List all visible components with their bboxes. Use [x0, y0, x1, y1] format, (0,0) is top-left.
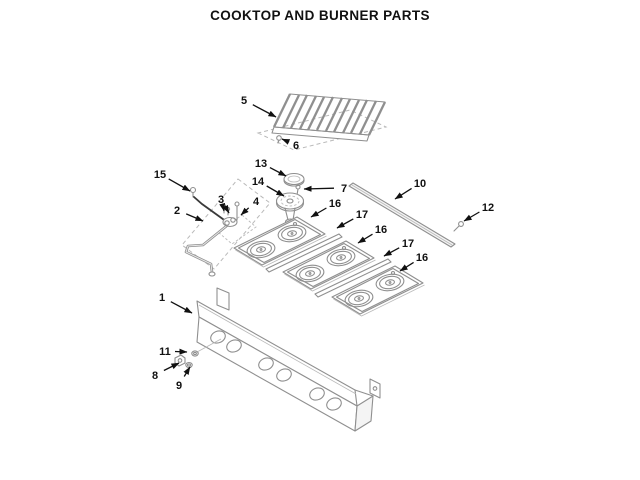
- callout-leader-line: [183, 366, 191, 377]
- manifold-panel: [196, 287, 381, 432]
- callout-leader-line: [185, 213, 204, 222]
- burner-cap: [283, 172, 305, 187]
- callout-leader-line: [303, 185, 335, 192]
- page-title: COOKTOP AND BURNER PARTS: [210, 8, 430, 23]
- callout-leader-line: [168, 178, 191, 192]
- callout-label: 9: [176, 380, 182, 392]
- callout-label: 16: [375, 224, 387, 236]
- nut: [191, 338, 222, 357]
- burner-head: [275, 192, 305, 232]
- callout-label: 17: [402, 238, 414, 250]
- callout-label: 10: [414, 178, 426, 190]
- callout-label: 17: [356, 209, 368, 221]
- callout-1: 1: [159, 292, 193, 314]
- callout-13: 13: [255, 158, 287, 177]
- callout-10: 10: [394, 178, 426, 200]
- trim-strip-2: [314, 258, 392, 298]
- callout-leader-line: [163, 362, 180, 372]
- callout-label: 15: [154, 169, 166, 181]
- callout-leader-line: [252, 104, 277, 118]
- callout-leader-line: [336, 218, 354, 229]
- trim-strip-1: [265, 233, 343, 273]
- callout-11: 11: [159, 346, 188, 358]
- callout-15: 15: [154, 169, 191, 192]
- callout-label: 13: [255, 158, 267, 170]
- callout-12: 12: [463, 202, 494, 222]
- callout-leader-line: [310, 207, 327, 218]
- callout-label: 11: [159, 346, 171, 358]
- callout-leader-line: [174, 348, 188, 355]
- callout-16: 16: [399, 252, 428, 272]
- callout-6: 6: [281, 138, 299, 152]
- washer: [185, 361, 193, 369]
- callout-leader-line: [463, 211, 480, 222]
- callout-16: 16: [357, 224, 387, 244]
- callout-17: 17: [336, 209, 368, 229]
- burner-grate: [271, 93, 387, 142]
- callout-leader-line: [269, 167, 287, 177]
- callout-label: 16: [416, 252, 428, 264]
- burner-box-tray-3: [331, 265, 426, 317]
- side-trim-rail: [348, 182, 456, 248]
- callout-label: 14: [252, 176, 265, 188]
- callout-label: 3: [218, 194, 224, 206]
- callout-label: 1: [159, 292, 165, 304]
- callout-label: 16: [329, 198, 341, 210]
- grate-outline-dashed: [256, 109, 388, 151]
- grate-foot-screw: [276, 135, 282, 144]
- bracket-screw: [234, 201, 240, 221]
- callout-leader-line: [170, 301, 193, 314]
- callout-label: 4: [253, 196, 260, 208]
- callout-label: 5: [241, 95, 247, 107]
- callout-7: 7: [303, 183, 347, 195]
- callout-leader-line: [222, 204, 230, 214]
- callout-leader-line: [399, 261, 414, 272]
- callout-leader-line: [281, 138, 291, 145]
- callout-14: 14: [252, 176, 285, 197]
- callout-label: 7: [341, 183, 347, 195]
- callout-leader-line: [383, 247, 400, 257]
- callout-label: 8: [152, 370, 158, 382]
- callout-label: 6: [293, 140, 299, 152]
- rail-screw: [453, 221, 464, 232]
- callout-4: 4: [240, 196, 260, 216]
- callout-leader-line: [266, 185, 285, 197]
- callout-2: 2: [174, 205, 204, 222]
- callout-5: 5: [241, 95, 277, 118]
- callout-label: 12: [482, 202, 494, 214]
- callout-leader-line: [357, 233, 373, 244]
- callout-8: 8: [152, 362, 180, 382]
- callout-leader-line: [394, 187, 412, 200]
- callout-17: 17: [383, 238, 414, 257]
- callout-16: 16: [310, 198, 341, 218]
- callout-label: 2: [174, 205, 180, 217]
- callout-9: 9: [176, 366, 191, 392]
- gas-tube-assembly: [181, 178, 271, 277]
- callout-3: 3: [218, 194, 230, 214]
- callout-leader-line: [240, 207, 250, 216]
